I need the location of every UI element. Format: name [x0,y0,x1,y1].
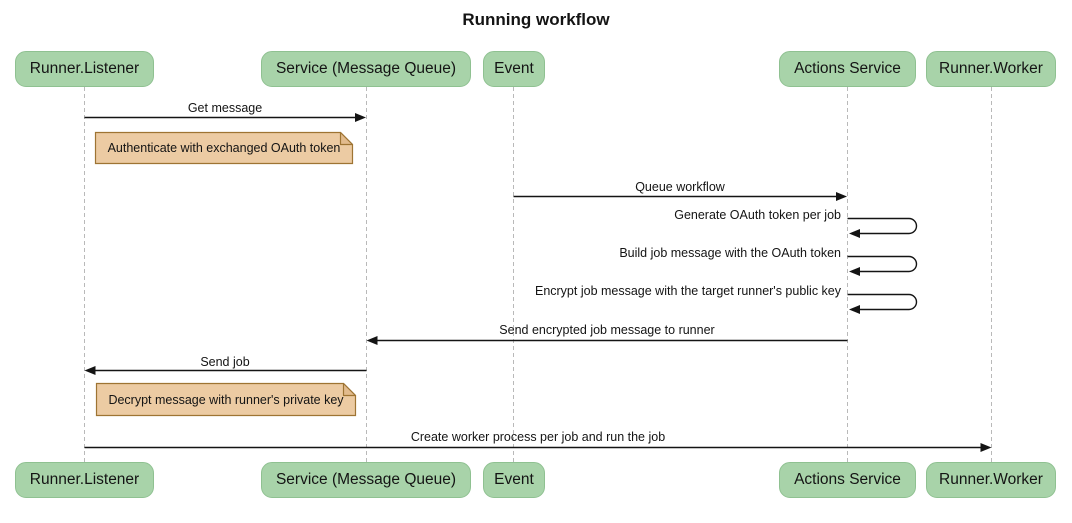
arrowhead-left-icon [84,366,96,375]
message-label-queue-workflow: Queue workflow [635,180,725,194]
actor-label: Actions Service [794,471,901,488]
diagram-title: Running workflow [462,10,610,29]
actor-label: Actions Service [794,60,901,77]
note-shape-decrypt [95,382,357,417]
message-label-create-worker-process: Create worker process per job and run th… [410,430,666,444]
message-label-send-encrypted-job-message: Send encrypted job message to runner [499,323,715,337]
arrowhead-left-icon [849,229,860,238]
actor-service-message-queue-top: Service (Message Queue) [261,51,471,87]
actor-label: Runner.Worker [939,471,1043,488]
message-label-generate-oauth-token: Generate OAuth token per job [674,208,841,222]
actor-label: Service (Message Queue) [275,471,457,488]
actor-label: Runner.Worker [939,60,1043,77]
actor-actions-service-top: Actions Service [779,51,916,87]
actor-event-bottom: Event [483,462,545,498]
arrowhead-left-icon [849,305,860,314]
arrowhead-left-icon [849,267,860,276]
actor-label: Runner.Listener [29,60,140,77]
actor-actions-service-bottom: Actions Service [779,462,916,498]
actor-runner-worker-bottom: Runner.Worker [926,462,1056,498]
actor-label: Event [494,471,534,488]
actor-runner-listener-top: Runner.Listener [15,51,154,87]
actor-service-message-queue-bottom: Service (Message Queue) [261,462,471,498]
note-fold-icon [342,382,357,397]
message-label-build-job-message: Build job message with the OAuth token [619,246,841,260]
self-loop-generate-oauth-token [847,217,918,235]
arrowhead-right-icon [980,443,992,452]
note-fold-icon [339,131,354,146]
note-authenticate-oauth: Authenticate with exchanged OAuth token [107,141,341,155]
self-loop-build-job-message [847,255,918,273]
arrowhead-right-icon [355,113,366,122]
actor-label: Service (Message Queue) [275,60,457,77]
actor-label: Runner.Listener [29,471,140,488]
actor-runner-worker-top: Runner.Worker [926,51,1056,87]
actor-label: Event [494,60,534,77]
message-label-send-job: Send job [200,355,250,369]
note-decrypt-private-key: Decrypt message with runner's private ke… [108,392,344,407]
note-shape-authenticate [94,131,354,165]
actor-event-top: Event [483,51,545,87]
self-loop-encrypt-job-message [847,293,918,311]
message-label-get-message: Get message [187,101,263,115]
message-label-encrypt-job-message: Encrypt job message with the target runn… [534,284,841,298]
arrowhead-left-icon [366,336,378,345]
arrowhead-right-icon [836,192,847,201]
actor-runner-listener-bottom: Runner.Listener [15,462,154,498]
